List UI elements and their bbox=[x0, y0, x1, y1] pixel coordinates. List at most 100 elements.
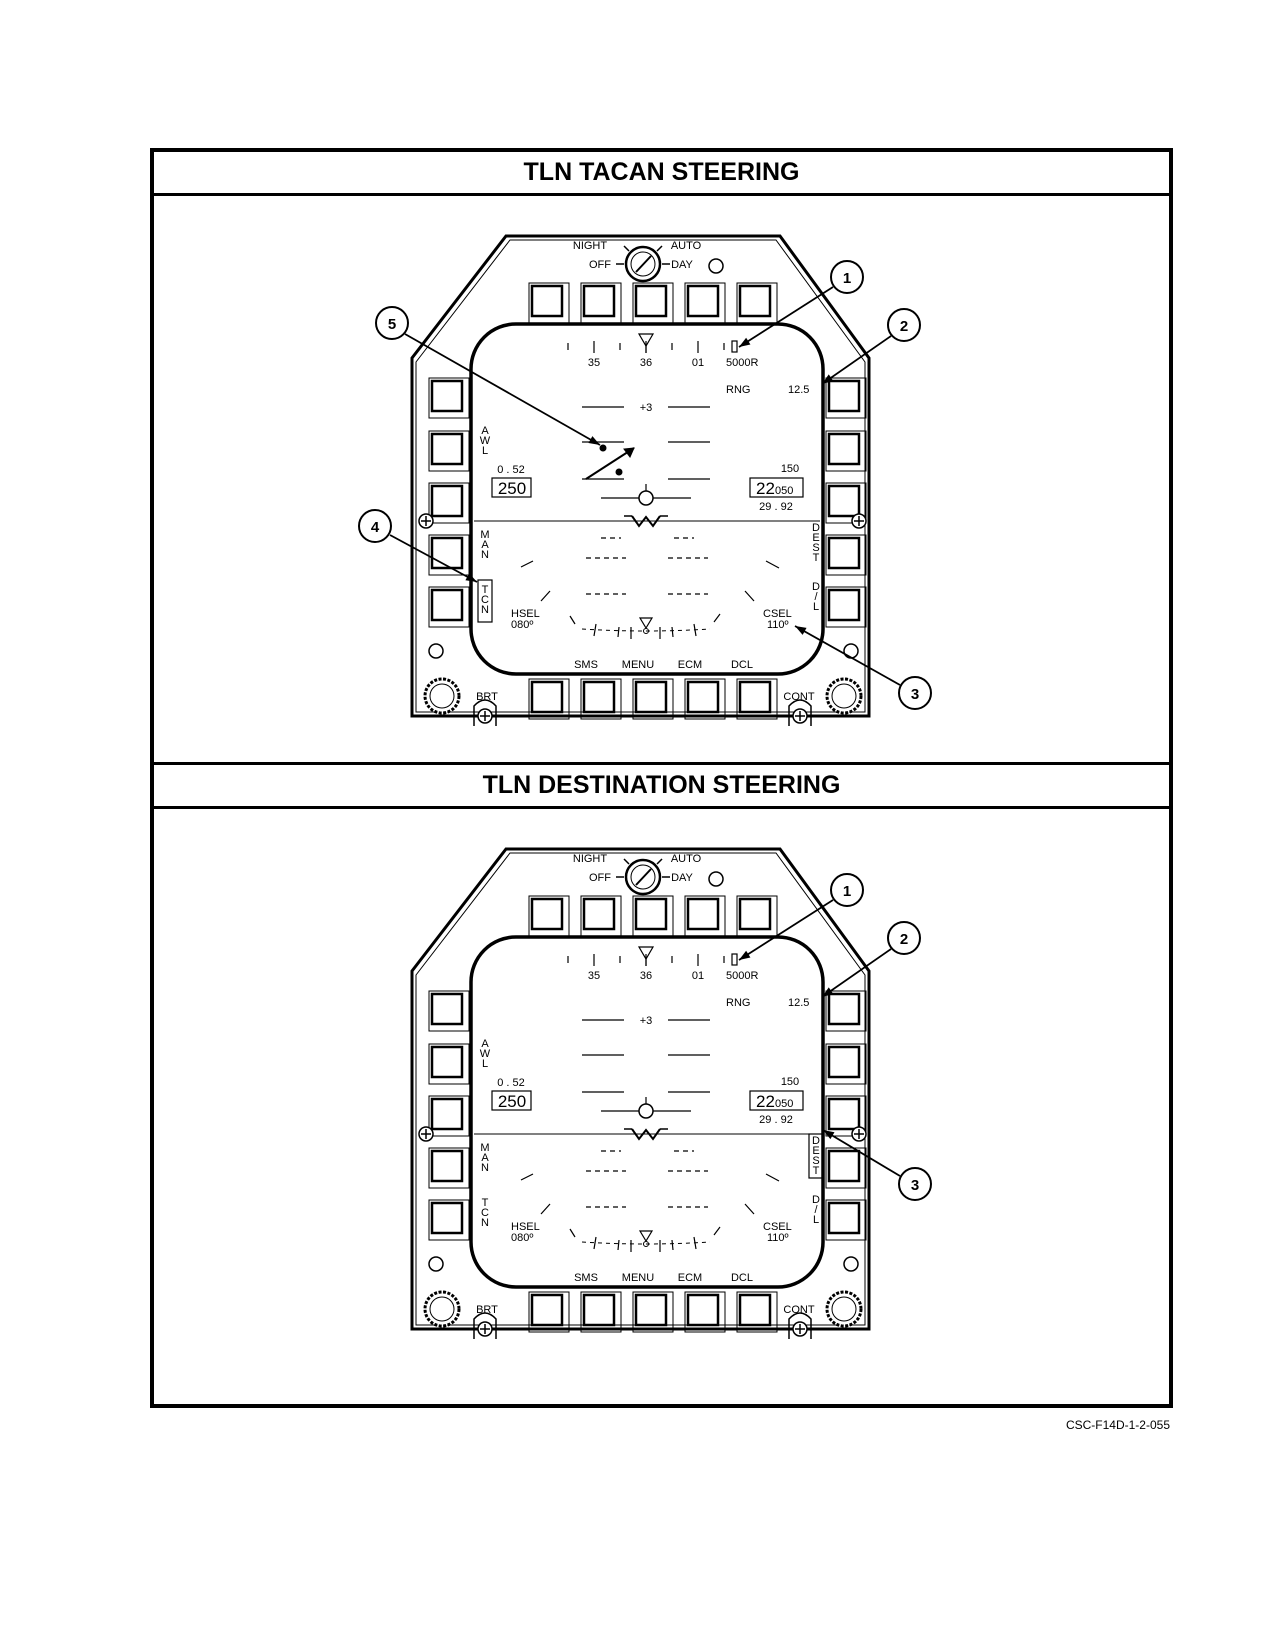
right-pushbutton-3-recess bbox=[825, 482, 867, 524]
left-pushbutton-1-recess bbox=[428, 990, 470, 1032]
top-pushbutton-5 bbox=[738, 897, 772, 931]
left-indicator bbox=[428, 643, 444, 659]
awl-legend-char: L bbox=[482, 445, 488, 457]
panel-title-destination: TLN DESTINATION STEERING bbox=[154, 765, 1169, 809]
bank-scale-mark bbox=[744, 590, 755, 602]
tcn-legend-char: N bbox=[481, 1217, 489, 1229]
rng-value: 12.5 bbox=[788, 384, 809, 396]
callout-circle bbox=[830, 260, 864, 294]
top-pushbutton-2 bbox=[582, 284, 616, 318]
csel-value: 110º bbox=[767, 1232, 789, 1244]
callout-circle bbox=[358, 509, 392, 543]
knob-label-night: NIGHT bbox=[573, 853, 608, 865]
cont-knob-inner bbox=[831, 1296, 857, 1322]
tcn-legend-char: T bbox=[482, 584, 489, 596]
callout-leader bbox=[738, 286, 834, 348]
top-pushbutton-3 bbox=[634, 897, 668, 931]
callout-leader bbox=[404, 333, 601, 446]
airspeed-box bbox=[491, 1090, 532, 1111]
callout-arrowhead bbox=[822, 987, 834, 997]
left-pushbutton-2 bbox=[430, 432, 464, 466]
top-pushbutton-4 bbox=[686, 284, 720, 318]
bottom-pushbutton-4-recess bbox=[684, 678, 726, 720]
knob-label-day: DAY bbox=[671, 259, 693, 271]
callout-circle bbox=[898, 676, 932, 710]
dest-legend: DEST bbox=[812, 522, 820, 564]
waterline-symbol bbox=[631, 1128, 661, 1141]
left-pushbutton-5 bbox=[430, 1201, 464, 1235]
knob-tick bbox=[656, 858, 663, 865]
screw-boss bbox=[788, 699, 812, 726]
right-pushbutton-5 bbox=[827, 1201, 861, 1235]
bank-scale-mark bbox=[713, 1226, 721, 1236]
heading-pointer bbox=[637, 333, 655, 348]
dl-legend-char: / bbox=[814, 1204, 818, 1216]
compass-pointer bbox=[638, 617, 654, 630]
dest-legend-char: E bbox=[812, 1145, 819, 1157]
callout-circle bbox=[830, 873, 864, 907]
dl-legend-char: L bbox=[813, 1214, 819, 1226]
dest-legend-char: D bbox=[812, 1135, 820, 1147]
dest-legend-char: E bbox=[812, 532, 819, 544]
airspeed-readout: 250 bbox=[498, 479, 526, 498]
rng-label: RNG bbox=[726, 997, 750, 1009]
compass-arc bbox=[581, 628, 711, 632]
tcn-legend-char: N bbox=[481, 604, 489, 616]
knob-label-auto: AUTO bbox=[671, 240, 702, 252]
bottom-pushbutton-5 bbox=[738, 1293, 772, 1327]
tcn-legend: TCN bbox=[481, 584, 489, 616]
knob-label-day: DAY bbox=[671, 872, 693, 884]
callout-circle bbox=[887, 308, 921, 342]
light-sensor bbox=[708, 258, 724, 274]
course-dot bbox=[615, 468, 623, 476]
mach-readout: 0 . 52 bbox=[497, 464, 525, 476]
heading-label: 36 bbox=[640, 357, 652, 369]
left-pushbutton-1 bbox=[430, 992, 464, 1026]
dest-legend-char: T bbox=[813, 1165, 820, 1177]
heading-label: 01 bbox=[692, 970, 704, 982]
mode-knob-inner bbox=[630, 251, 656, 277]
man-legend: MAN bbox=[480, 1142, 489, 1174]
callout-number-2: 2 bbox=[900, 318, 908, 335]
cont-knob-inner bbox=[831, 683, 857, 709]
man-legend-char: N bbox=[481, 1162, 489, 1174]
compass-tick bbox=[593, 1236, 597, 1250]
bank-scale-mark bbox=[540, 590, 551, 602]
bank-scale-mark bbox=[520, 560, 534, 568]
altitude-box bbox=[749, 477, 804, 498]
range-scale: 5000R bbox=[726, 357, 758, 369]
awl-legend-char: W bbox=[480, 435, 491, 447]
course-arrow-head bbox=[623, 447, 635, 458]
bottom-legend-ecm: ECM bbox=[678, 659, 702, 671]
awl-legend-char: A bbox=[481, 425, 489, 437]
bottom-pushbutton-1-recess bbox=[528, 678, 570, 720]
bottom-pushbutton-2 bbox=[582, 1293, 616, 1327]
callout-arrowhead bbox=[465, 573, 477, 582]
right-pushbutton-4-recess bbox=[825, 1147, 867, 1189]
bottom-pushbutton-5-recess bbox=[736, 1291, 778, 1333]
callout-number-1: 1 bbox=[843, 270, 851, 287]
tcn-legend: TCN bbox=[481, 1197, 489, 1229]
dl-legend-char: D bbox=[812, 581, 820, 593]
left-pushbutton-3 bbox=[430, 1097, 464, 1131]
range-marker bbox=[731, 340, 738, 353]
altitude-top: 150 bbox=[781, 463, 799, 475]
bank-scale-mark bbox=[569, 615, 576, 625]
light-sensor bbox=[708, 871, 724, 887]
bottom-pushbutton-4 bbox=[686, 680, 720, 714]
cont-label: CONT bbox=[783, 1304, 814, 1316]
right-pushbutton-5-recess bbox=[825, 1199, 867, 1241]
bank-scale-mark bbox=[540, 1203, 551, 1215]
compass-arc bbox=[581, 1241, 711, 1245]
right-pushbutton-1 bbox=[827, 379, 861, 413]
right-pushbutton-1-recess bbox=[825, 990, 867, 1032]
display-screen bbox=[469, 935, 825, 1289]
callout-leader bbox=[738, 899, 834, 961]
dest-selected-box bbox=[808, 1133, 824, 1179]
dest-legend: DEST bbox=[812, 1135, 820, 1177]
right-pushbutton-4 bbox=[827, 1149, 861, 1183]
man-legend: MAN bbox=[480, 529, 489, 561]
